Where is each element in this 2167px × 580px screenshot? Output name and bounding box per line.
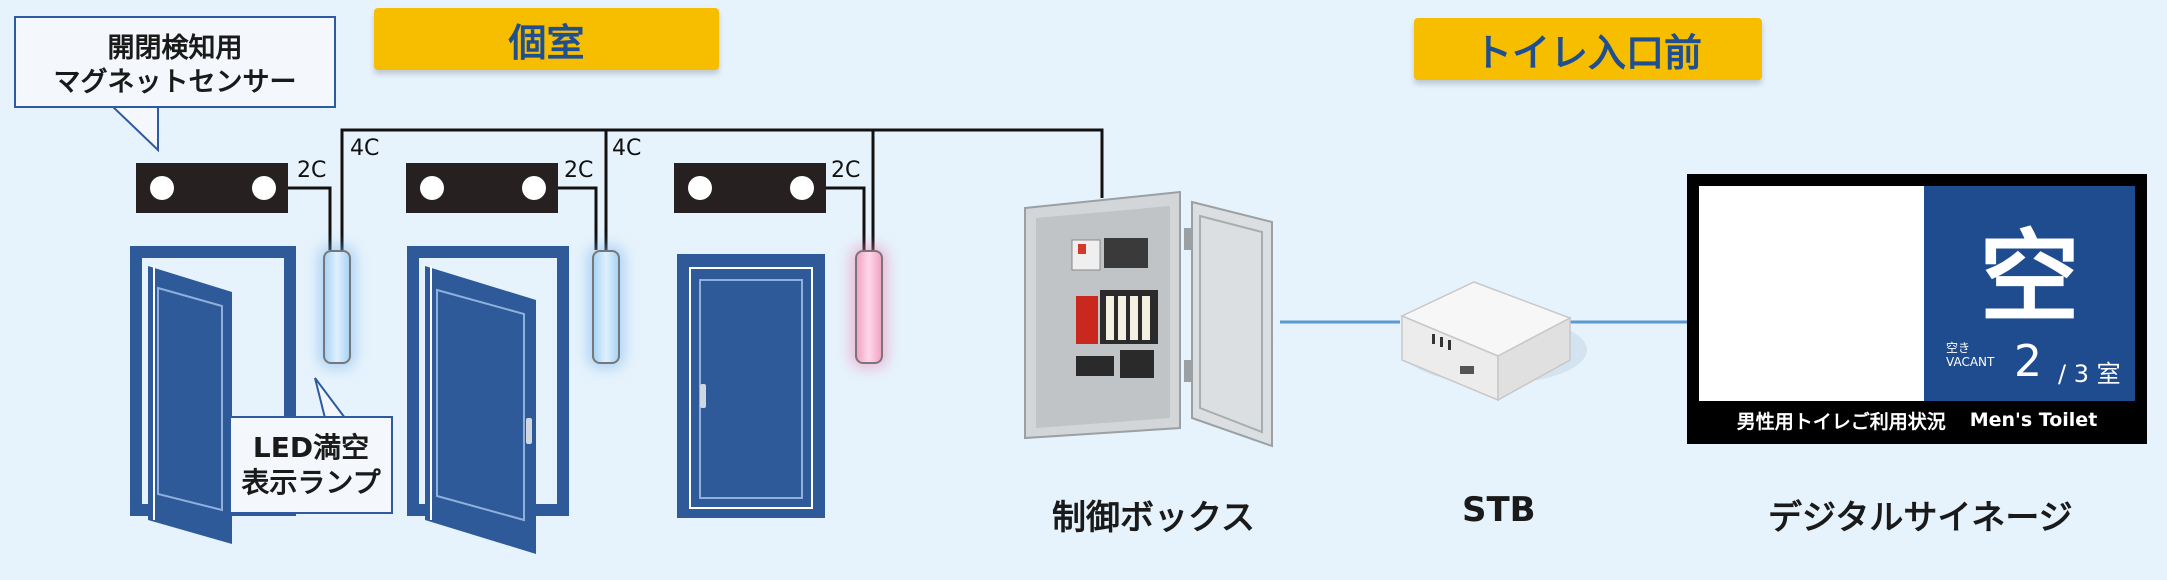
door-3 <box>677 254 825 518</box>
signage-footer-en: Men's Toilet <box>1969 409 2098 431</box>
sensor-callout-line1: 開閉検知用 <box>107 33 243 64</box>
lamp-callout-line1: LED満空 <box>252 431 370 464</box>
signage-label: デジタルサイネージ <box>1768 498 2073 538</box>
magnet-sensor-3 <box>674 163 826 213</box>
sensor-callout: 開閉検知用 マグネットセンサー <box>14 16 336 108</box>
wire-label-4c-1: 4C <box>350 136 380 161</box>
stb-label: STB <box>1462 490 1536 530</box>
signage-footer-jp: 男性用トイレご利用状況 <box>1736 410 1946 433</box>
room-heading-text: 個室 <box>508 20 585 65</box>
door-1 <box>130 246 296 544</box>
signage-status-panel: 空 空き VACANT 2 / 3 室 <box>1924 186 2135 401</box>
sensor-wire-1 <box>287 186 332 250</box>
lamp-callout: LED満空 表示ランプ <box>229 416 393 514</box>
signage-status-jp: 空き <box>1946 341 1971 355</box>
led-lamp-3-occupied <box>855 250 883 364</box>
room-heading: 個室 <box>374 8 719 70</box>
wire-label-2c-2: 2C <box>564 158 594 183</box>
signage-pictogram-area <box>1699 186 1924 401</box>
wire-label-2c-1: 2C <box>297 158 327 183</box>
door-2 <box>407 246 569 554</box>
signage-status-caption: 空き VACANT <box>1946 341 1994 369</box>
signage-status-en: VACANT <box>1946 355 1995 369</box>
lamp-callout-line2: 表示ランプ <box>241 466 381 499</box>
led-lamp-2-vacant <box>592 250 620 364</box>
entrance-heading: トイレ入口前 <box>1414 18 1762 80</box>
digital-signage-screen: 空 空き VACANT 2 / 3 室 男性用トイレご利用状況 Men's To… <box>1687 174 2147 444</box>
led-lamp-1-vacant <box>323 250 351 364</box>
sensor-callout-line2: マグネットセンサー <box>53 66 297 98</box>
signage-vacant-count: 2 <box>2014 336 2042 387</box>
trunk-wire <box>340 128 1104 250</box>
lamp-callout-tail <box>314 377 347 419</box>
sensor-wire-2 <box>558 186 598 250</box>
control-box-label: 制御ボックス <box>1052 498 1255 538</box>
wire-label-2c-3: 2C <box>831 158 861 183</box>
magnet-sensor-2 <box>406 163 558 213</box>
wire-label-4c-2: 4C <box>612 136 642 161</box>
magnet-sensor-1 <box>136 163 288 213</box>
stb-illustration <box>1400 281 1587 402</box>
signage-footer: 男性用トイレご利用状況 Men's Toilet <box>1699 404 2135 436</box>
sensor-callout-tail <box>107 103 159 153</box>
signage-status-kanji: 空 <box>1979 219 2080 336</box>
sensor-wire-3 <box>826 186 866 250</box>
entrance-heading-text: トイレ入口前 <box>1473 30 1702 75</box>
control-box-illustration <box>1024 190 1273 448</box>
signage-total-label: / 3 室 <box>2058 360 2121 388</box>
